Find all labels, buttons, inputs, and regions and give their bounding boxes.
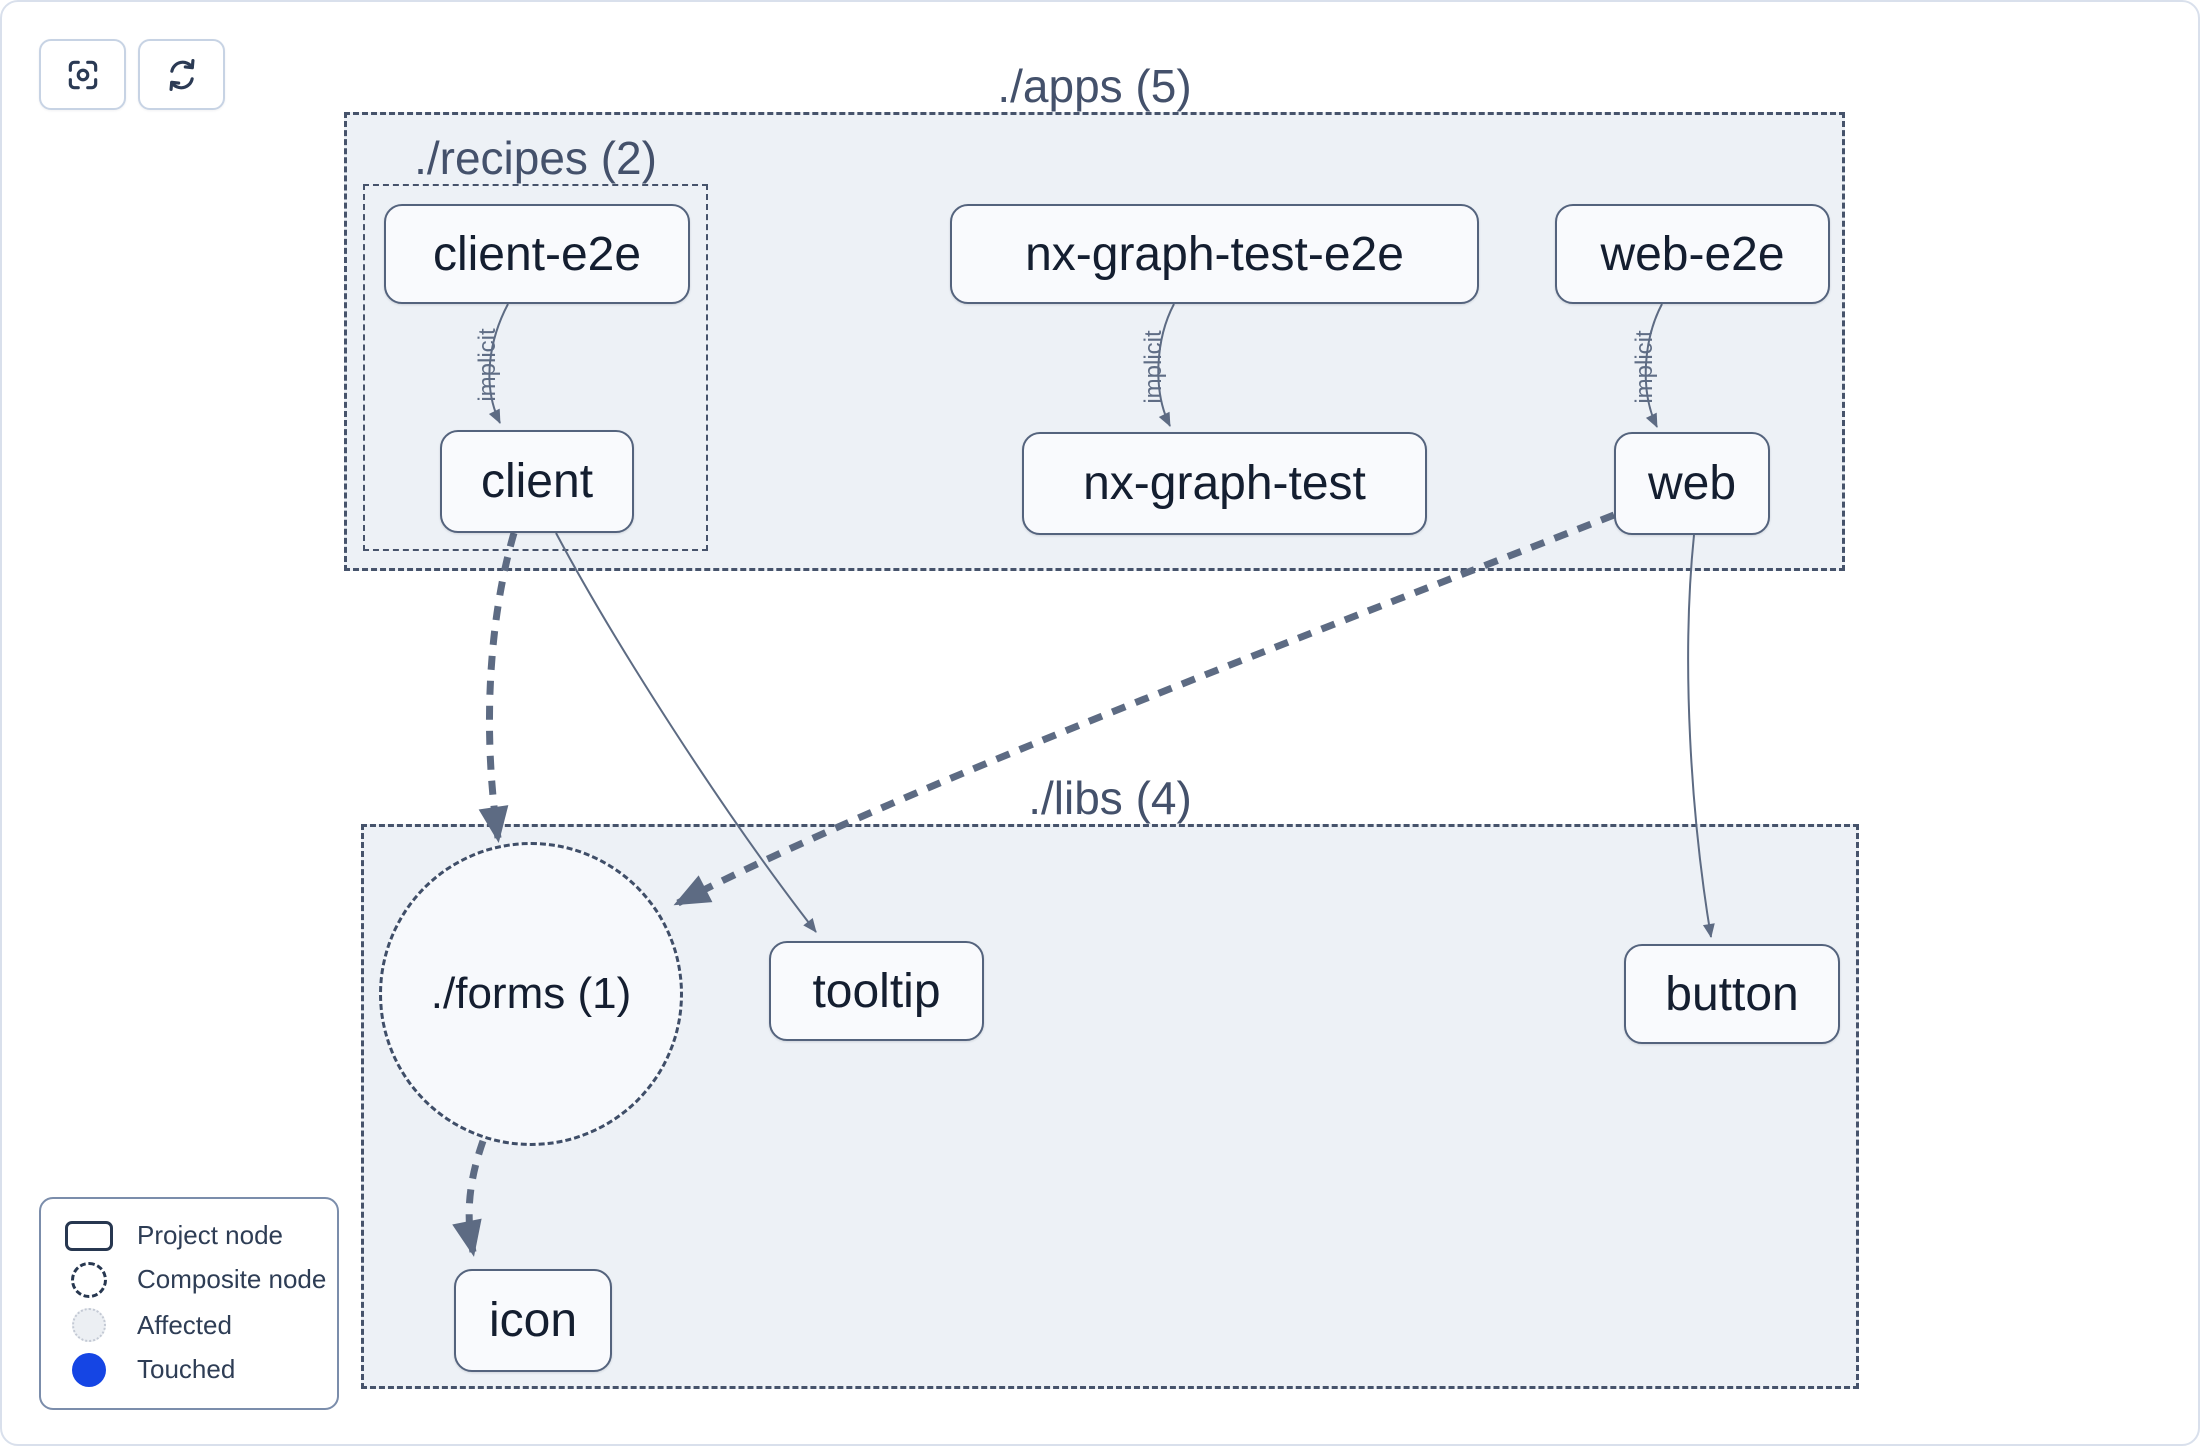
legend: Project node Composite node Affected Tou… [39, 1197, 339, 1410]
legend-label: Affected [137, 1309, 232, 1340]
node-web[interactable]: web [1614, 432, 1770, 535]
group-recipes [363, 184, 708, 551]
node-label: web [1647, 457, 1737, 510]
legend-item-project-node: Project node [41, 1220, 337, 1251]
composite-node-swatch [71, 1261, 107, 1298]
node-label: tooltip [812, 964, 941, 1018]
project-node-swatch [65, 1220, 113, 1251]
node-client[interactable]: client [440, 430, 634, 533]
node-button[interactable]: button [1624, 944, 1840, 1044]
legend-label: Project node [137, 1220, 283, 1251]
node-client-e2e[interactable]: client-e2e [384, 204, 690, 304]
refresh-icon [168, 58, 195, 91]
legend-item-composite-node: Composite node [41, 1261, 337, 1298]
node-label: icon [488, 1294, 578, 1347]
edge-label-implicit: implicit [474, 328, 501, 402]
node-label: button [1665, 967, 1799, 1021]
edge-label-implicit: implicit [1140, 330, 1167, 404]
node-label: client-e2e [432, 227, 642, 281]
group-apps-label: ./apps (5) [997, 60, 1192, 112]
legend-label: Composite node [137, 1264, 327, 1295]
node-nx-graph-test[interactable]: nx-graph-test [1022, 432, 1427, 535]
node-web-e2e[interactable]: web-e2e [1555, 204, 1830, 304]
node-icon[interactable]: icon [454, 1269, 612, 1372]
legend-label: Touched [137, 1354, 236, 1385]
legend-item-touched: Touched [41, 1352, 337, 1387]
zoom-to-fit-icon [68, 60, 97, 89]
zoom-to-fit-button[interactable] [39, 39, 126, 110]
group-libs-label: ./libs (4) [1028, 772, 1192, 824]
node-nx-graph-test-e2e[interactable]: nx-graph-test-e2e [950, 204, 1479, 304]
legend-item-affected: Affected [41, 1308, 337, 1343]
node-label: ./forms (1) [430, 969, 632, 1018]
node-forms-composite[interactable]: ./forms (1) [379, 842, 683, 1146]
node-tooltip[interactable]: tooltip [769, 941, 984, 1041]
node-label: nx-graph-test [1083, 457, 1366, 510]
group-recipes-label: ./recipes (2) [414, 132, 657, 184]
edge-label-implicit: implicit [1631, 330, 1658, 404]
refresh-button[interactable] [138, 39, 225, 110]
affected-swatch [72, 1308, 106, 1343]
node-label: client [480, 455, 594, 508]
node-label: nx-graph-test-e2e [1025, 227, 1404, 281]
node-label: web-e2e [1600, 227, 1785, 281]
touched-swatch [72, 1352, 106, 1387]
